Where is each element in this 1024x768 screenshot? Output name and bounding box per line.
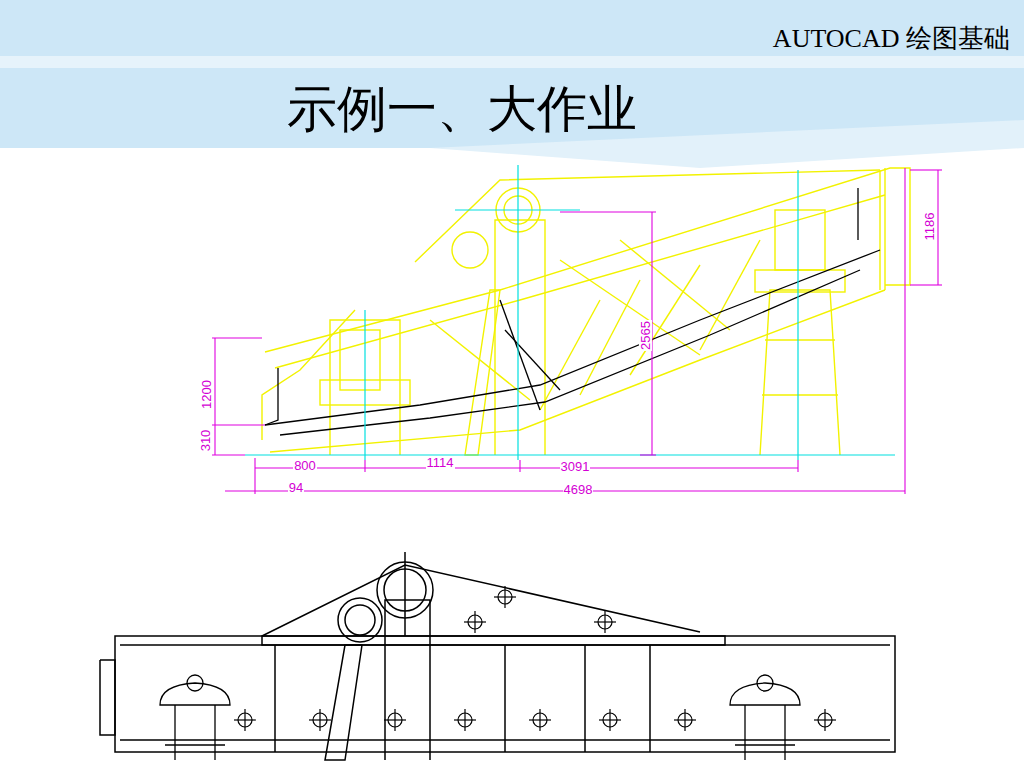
header-band [0,0,1024,168]
frame-lines [262,168,910,455]
dimension-value: 2565 [638,320,651,351]
dimension-value: 310 [199,428,212,452]
dimension-value: 3091 [560,460,591,473]
slide-title: 示例一、大作业 [287,84,637,134]
header-fill [0,0,1024,148]
spring-supports [160,675,800,760]
bolt-holes [234,586,836,731]
header-text: AUTOCAD 绘图基础 [773,26,1010,52]
housing-lines [100,552,895,760]
dimension-value: 1186 [924,211,937,241]
centre-lines [245,165,895,460]
dimension-value: 4698 [563,483,594,496]
dimension-value: 800 [293,459,317,472]
dimension-value: 94 [288,481,304,494]
deck-lines [265,188,880,435]
dimension-value: 1200 [199,379,212,410]
header-stripe [0,56,1024,68]
dimension-lines [212,168,942,494]
dimension-value: 1114 [426,456,455,469]
